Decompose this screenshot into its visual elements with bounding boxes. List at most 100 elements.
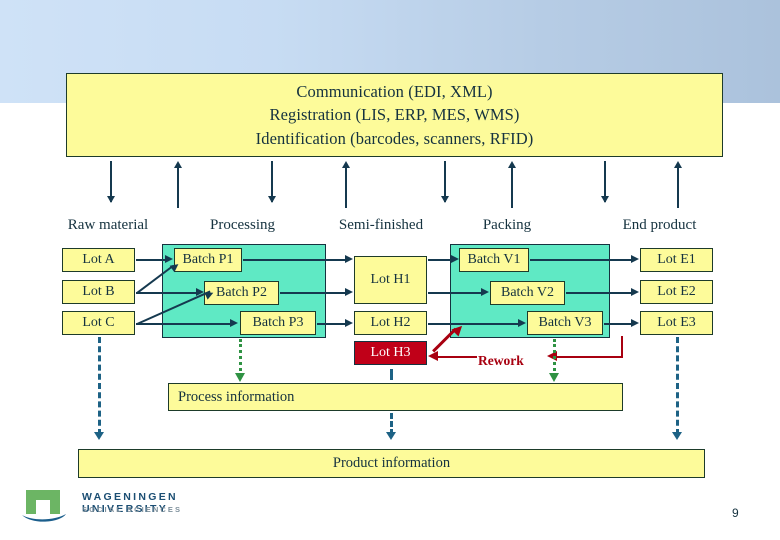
flow-a-to-p1-head	[165, 255, 173, 263]
product-info-dash-center	[390, 413, 393, 435]
lot-box-a[interactable]: Lot A	[62, 248, 135, 272]
lot-box-e1[interactable]: Lot E1	[640, 248, 713, 272]
batch-box-p2-label: Batch P2	[216, 285, 267, 300]
lot-box-e2-label: Lot E2	[657, 284, 696, 299]
flow-p2-to-h1-line	[280, 292, 346, 294]
header-arrow-down-1-line	[110, 161, 112, 202]
process-info-dotted-arrow-1	[235, 373, 245, 382]
process-information-label: Process information	[178, 388, 295, 405]
flow-v2-to-e2-line	[566, 292, 633, 294]
flow-h1-to-v2-line	[428, 292, 483, 294]
lot-box-e2[interactable]: Lot E2	[640, 280, 713, 304]
header-arrow-up-2-head	[342, 161, 350, 168]
product-info-dash-segment-top	[390, 369, 393, 380]
batch-box-p1[interactable]: Batch P1	[174, 248, 242, 272]
flow-v3-to-e3-line	[604, 323, 633, 325]
lot-box-h1[interactable]: Lot H1	[354, 256, 427, 304]
rework-line-horizontal-right	[556, 356, 622, 359]
header-arrow-down-4-line	[604, 161, 606, 202]
flow-v3-to-e3-head	[631, 319, 639, 327]
lot-box-e3-label: Lot E3	[657, 315, 696, 330]
flow-b-to-p2-head	[196, 288, 204, 296]
flow-h1-to-v2-head	[481, 288, 489, 296]
batch-box-p3[interactable]: Batch P3	[240, 311, 316, 335]
header-systems-box: Communication (EDI, XML) Registration (L…	[66, 73, 723, 157]
product-info-dash-right-arrow	[672, 432, 682, 440]
lot-box-c[interactable]: Lot C	[62, 311, 135, 335]
flow-v1-to-e1-line	[530, 259, 633, 261]
flow-p3-to-h2-head	[345, 319, 353, 327]
page-number: 9	[732, 506, 739, 520]
column-header-processing: Processing	[210, 217, 275, 233]
wageningen-logo-mark	[22, 490, 66, 522]
flow-c-to-p3-line	[136, 323, 232, 325]
header-arrow-up-2-line	[345, 167, 347, 208]
flow-p1-to-h1-head	[345, 255, 353, 263]
column-header-raw-material: Raw material	[67, 217, 149, 233]
header-line-identification: Identification (barcodes, scanners, RFID…	[255, 128, 534, 148]
batch-box-v3[interactable]: Batch V3	[527, 311, 603, 335]
rework-arrow-head-mid	[547, 351, 557, 361]
header-arrow-up-3-head	[508, 161, 516, 168]
process-info-dotted-arrow-2	[549, 373, 559, 382]
header-arrow-up-1-head	[174, 161, 182, 168]
wageningen-logo: WAGENINGEN UNIVERSITY SOCIAL SCIENCES	[20, 488, 260, 528]
product-info-dash-right	[676, 337, 679, 435]
header-arrow-down-3-head	[441, 196, 449, 203]
lot-box-b-label: Lot B	[82, 284, 115, 299]
header-line-communication: Communication (EDI, XML)	[296, 81, 493, 101]
wageningen-logo-line1: WAGENINGEN UNIVERSITY	[82, 491, 178, 515]
header-arrow-down-2-head	[268, 196, 276, 203]
lot-box-h3-label: Lot H3	[370, 345, 411, 360]
product-info-dash-left	[98, 337, 101, 435]
batch-box-p2[interactable]: Batch P2	[204, 281, 279, 305]
header-arrow-up-4-head	[674, 161, 682, 168]
batch-box-v2-label: Batch V2	[500, 285, 554, 300]
lot-box-h2-label: Lot H2	[370, 315, 411, 330]
lot-box-h2[interactable]: Lot H2	[354, 311, 427, 335]
batch-box-v3-label: Batch V3	[538, 315, 592, 330]
flow-h1-to-v1-line	[428, 259, 453, 261]
lot-box-e3[interactable]: Lot E3	[640, 311, 713, 335]
header-arrow-down-2-line	[271, 161, 273, 202]
batch-box-v1-label: Batch V1	[467, 252, 521, 267]
flow-a-to-p1-line	[136, 259, 166, 261]
column-header-packing: Packing	[482, 217, 532, 233]
wageningen-logo-line2: SOCIAL SCIENCES	[82, 505, 183, 514]
flow-h1-to-v1-head	[451, 255, 459, 263]
flow-b-to-p2-line	[136, 292, 198, 294]
column-header-end-product: End product	[622, 217, 697, 233]
header-arrow-up-4-line	[677, 167, 679, 208]
product-information-label: Product information	[332, 455, 451, 471]
lot-box-b[interactable]: Lot B	[62, 280, 135, 304]
flow-h2-to-v3-line	[428, 323, 520, 325]
flow-v2-to-e2-head	[631, 288, 639, 296]
process-information-bar: Process information	[168, 383, 623, 411]
header-arrow-down-1-head	[107, 196, 115, 203]
batch-box-v1[interactable]: Batch V1	[459, 248, 529, 272]
lot-box-c-label: Lot C	[82, 315, 115, 330]
flow-c-to-p3-head	[230, 319, 238, 327]
lot-box-h3-rejected[interactable]: Lot H3	[354, 341, 427, 365]
rework-line-vertical	[621, 336, 624, 358]
flow-v1-to-e1-head	[631, 255, 639, 263]
batch-box-v2[interactable]: Batch V2	[490, 281, 565, 305]
lot-box-a-label: Lot A	[82, 252, 115, 267]
product-info-dash-left-arrow	[94, 432, 104, 440]
rework-line-horizontal-left	[437, 356, 477, 359]
flow-p1-to-h1-line	[243, 259, 346, 261]
batch-box-p1-label: Batch P1	[182, 252, 234, 267]
column-header-semi-finished: Semi-finished	[338, 217, 424, 233]
header-arrow-up-1-line	[177, 167, 179, 208]
product-info-dash-center-arrow	[386, 432, 396, 440]
rework-arrow-head-to-h3	[428, 351, 438, 361]
lot-box-e1-label: Lot E1	[657, 252, 696, 267]
product-information-bar: Product information	[78, 449, 705, 478]
process-info-dotted-line-2	[553, 339, 556, 377]
rework-label: Rework	[478, 353, 524, 368]
flow-p2-to-h1-head	[345, 288, 353, 296]
header-line-registration: Registration (LIS, ERP, MES, WMS)	[269, 105, 520, 125]
process-info-dotted-line-1	[239, 339, 242, 377]
header-arrow-up-3-line	[511, 167, 513, 208]
